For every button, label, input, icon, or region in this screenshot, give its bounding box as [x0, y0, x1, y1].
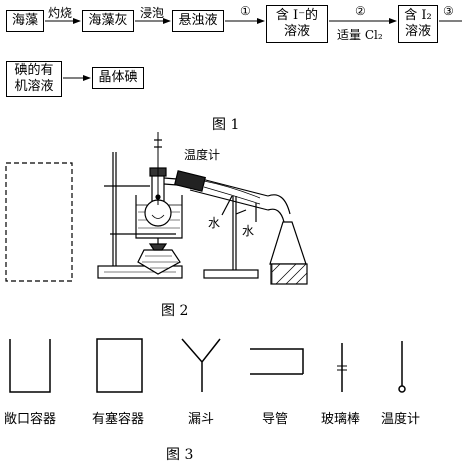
box-xuanzhuoye: 悬浊液	[172, 10, 224, 32]
water-in-label: 水	[208, 216, 221, 230]
figure-2-caption: 图 2	[161, 303, 189, 319]
tube-shape	[250, 348, 304, 375]
thermometer-label: 温度计	[184, 148, 221, 162]
water-bath-beaker	[135, 195, 183, 239]
receiving-flask	[269, 221, 307, 265]
stoppered-container-shape	[96, 338, 143, 393]
box-han-i2-line1: 含 I₂	[404, 8, 432, 23]
instrument-label-stoppered-container: 有塞容器	[92, 412, 145, 427]
distillation-apparatus	[97, 132, 308, 285]
box-han-i-minus-line1: 含 I⁻的	[275, 8, 319, 23]
instrument-label-funnel: 漏斗	[188, 412, 215, 427]
arrow-label-step3: ③	[443, 4, 454, 18]
figure-1-caption: 图 1	[212, 117, 240, 133]
box-organic-line1: 碘的有	[14, 63, 54, 78]
box-han-i-minus: 含 I⁻的 溶液	[266, 5, 328, 43]
box-han-i-minus-line2: 溶液	[283, 24, 310, 39]
arrow-label-step2: ②	[355, 4, 366, 18]
funnel-shape	[181, 338, 221, 392]
instrument-label-glass-rod: 玻璃棒	[321, 412, 361, 427]
instrument-label-open-container: 敞口容器	[4, 412, 57, 427]
figure-3-caption: 图 3	[166, 447, 194, 463]
arrow-label-jinpao: 浸泡	[140, 6, 165, 20]
water-out-label: 水	[242, 224, 255, 238]
box-haizaohui: 海藻灰	[82, 10, 134, 32]
arrow-label-step2-below: 适量 Cl₂	[337, 28, 383, 42]
box-haizao: 海藻	[6, 10, 44, 32]
instrument-label-thermometer: 温度计	[381, 412, 421, 427]
open-container-shape	[9, 339, 51, 393]
arrow-label-step1: ①	[240, 4, 251, 18]
box-organic-solution: 碘的有 机溶液	[6, 61, 62, 97]
box-organic-line2: 机溶液	[14, 79, 54, 94]
instrument-shapes	[9, 338, 406, 393]
instrument-label-tube: 导管	[262, 412, 289, 427]
box-crystal-iodine: 晶体碘	[92, 67, 144, 89]
arrow-label-zhuoshao: 灼烧	[48, 6, 73, 20]
right-stand-base	[203, 269, 259, 279]
box-han-i2-line2: 溶液	[404, 24, 431, 39]
dashed-box	[5, 162, 73, 282]
box-han-i2: 含 I₂ 溶液	[398, 5, 438, 43]
